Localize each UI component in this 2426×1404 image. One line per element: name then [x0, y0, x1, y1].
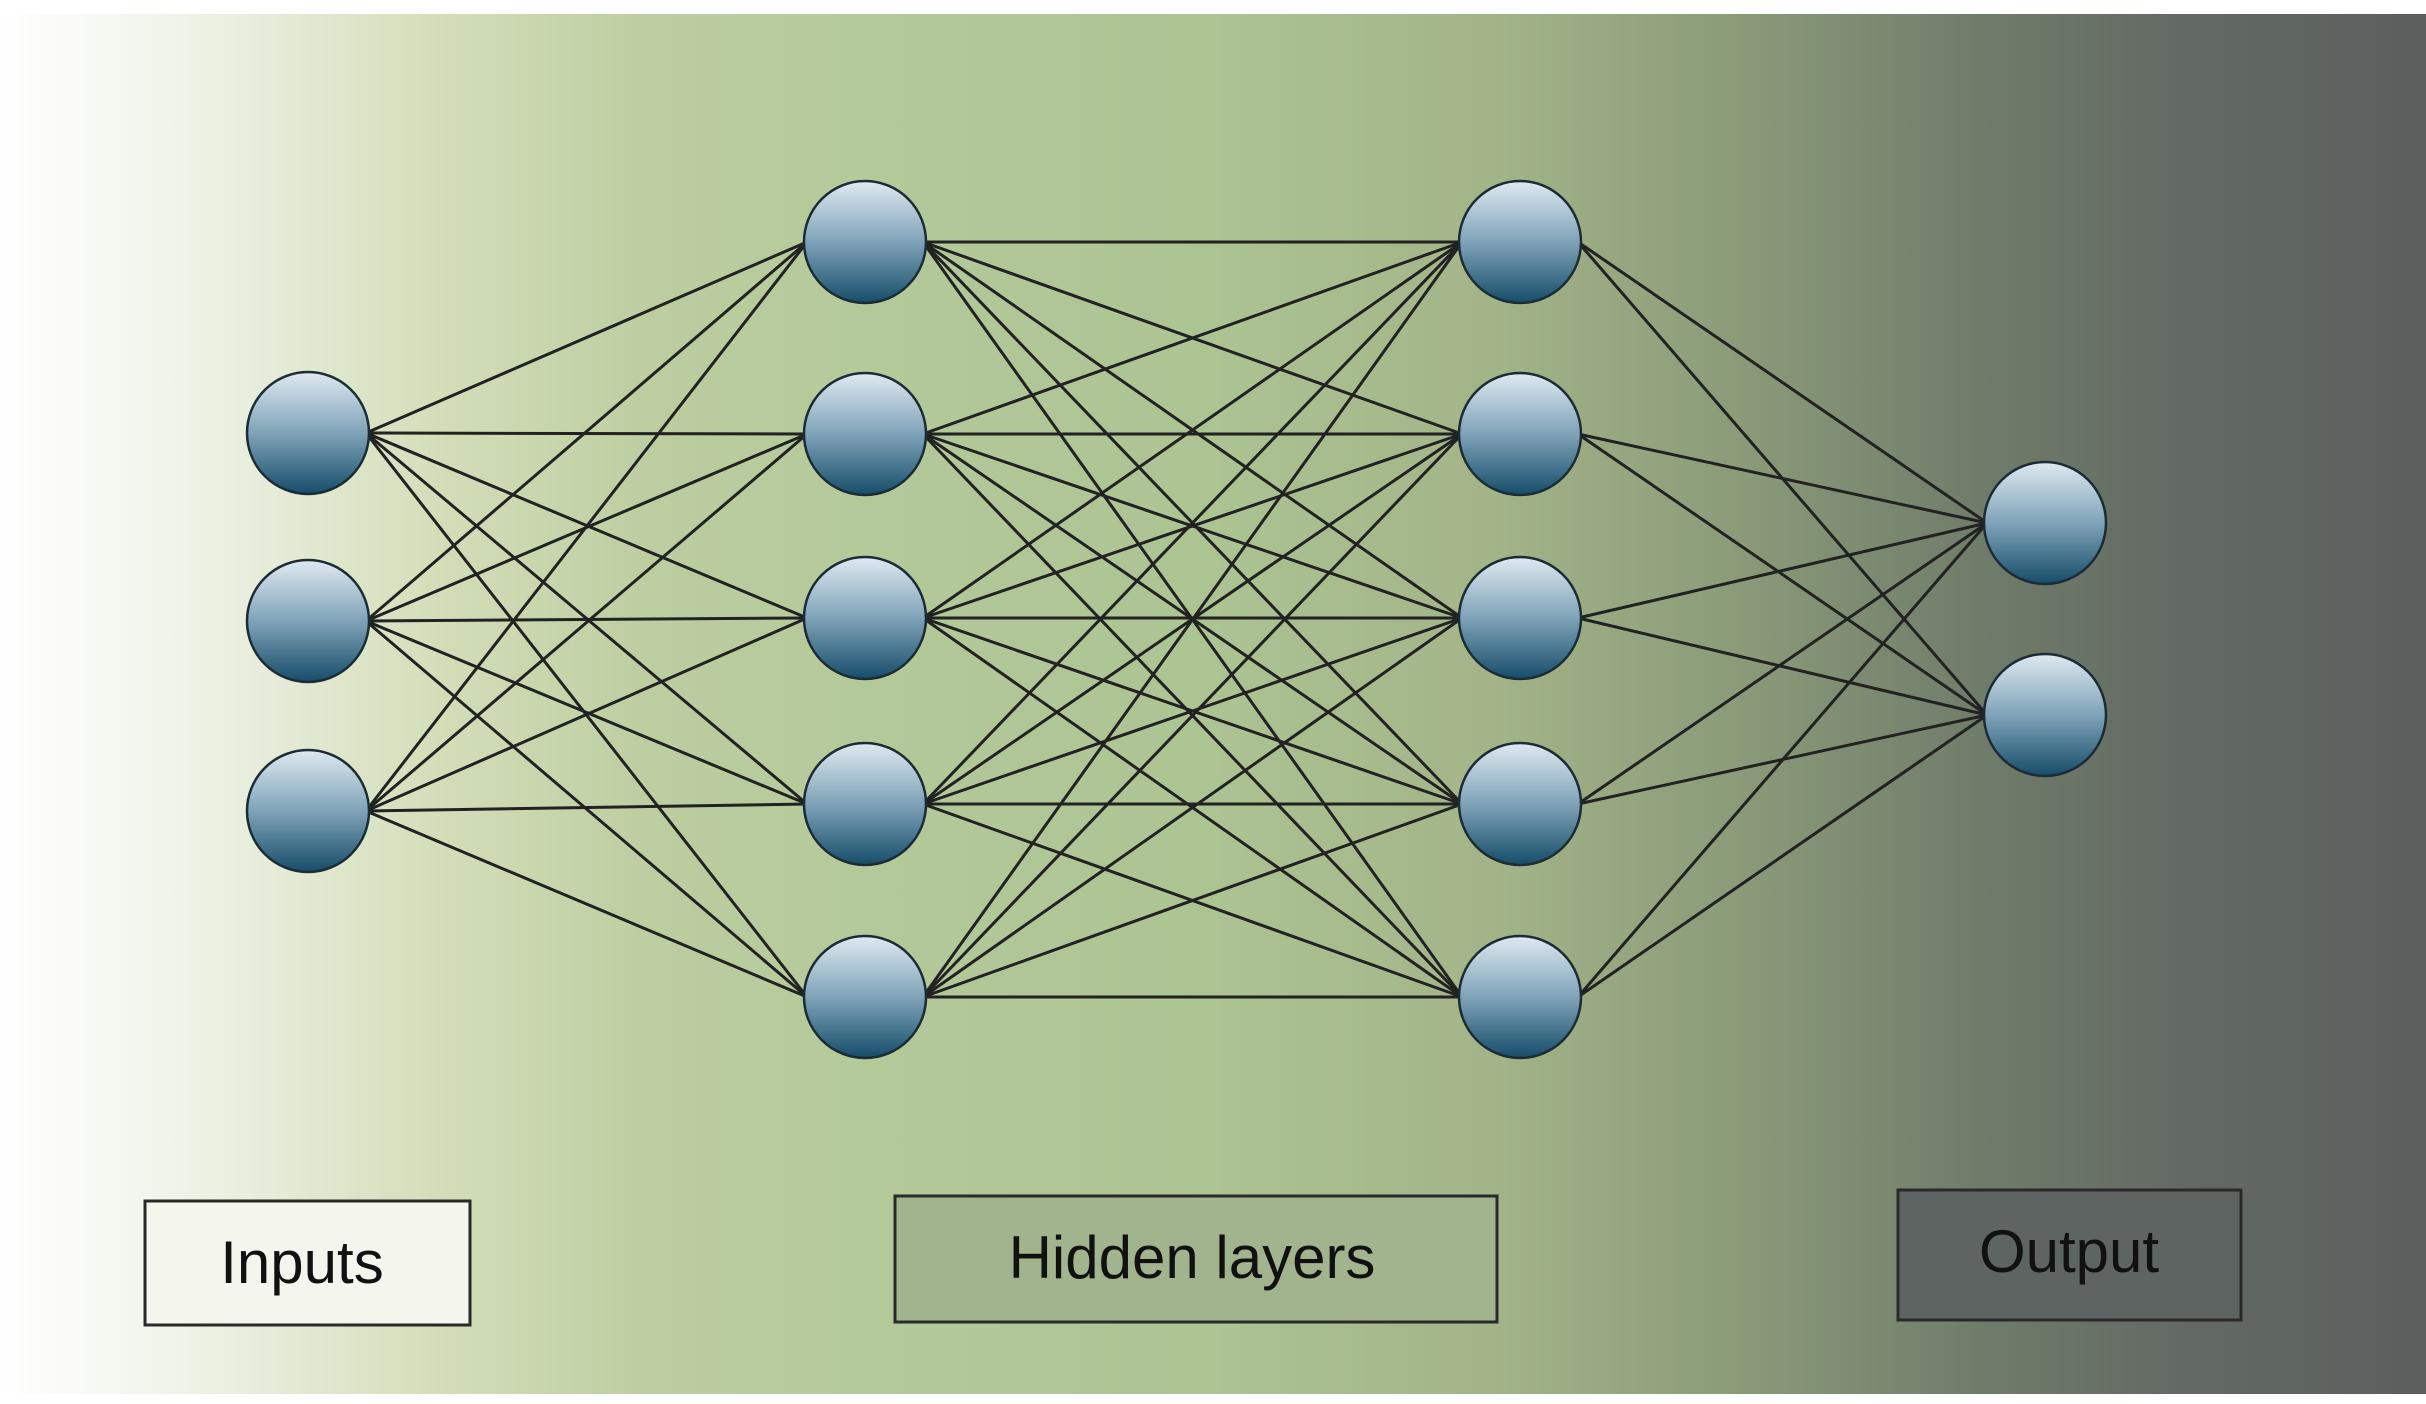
hidden-1-node-3: [802, 555, 928, 681]
edge-input-2-to-hidden-1-3: [365, 616, 808, 623]
input-node-1: [245, 370, 371, 496]
edge-hidden-1-4-to-hidden-2-1: [921, 240, 1464, 806]
input-node-3: [245, 748, 371, 874]
edge-hidden-1-3-to-hidden-2-2: [922, 432, 1463, 620]
edge-input-3-to-hidden-1-2: [364, 432, 809, 813]
output-node-2: [1982, 652, 2108, 778]
edge-hidden-2-1-to-output-1: [1577, 240, 1988, 525]
edge-input-3-to-hidden-1-3: [365, 616, 808, 813]
hidden-1-node-4: [802, 741, 928, 867]
edge-input-2-to-hidden-1-4: [365, 619, 808, 806]
hidden-2-node-3: [1457, 555, 1583, 681]
edge-input-1-to-hidden-1-2: [365, 431, 808, 436]
edge-hidden-2-4-to-output-1: [1577, 521, 1988, 806]
output-label: Output: [1979, 1218, 2159, 1285]
edge-hidden-1-5-to-hidden-2-2: [921, 432, 1464, 999]
hidden-layers-label-box: Hidden layers: [893, 1194, 1499, 1324]
hidden-1-node-2: [802, 371, 928, 497]
hidden-2-node-4: [1457, 741, 1583, 867]
hidden-2-node-5: [1457, 934, 1583, 1060]
edge-hidden-2-5-to-output-1: [1576, 522, 1989, 998]
hidden-2-node-1: [1457, 179, 1583, 305]
hidden-layers-label: Hidden layers: [1009, 1224, 1376, 1291]
edge-hidden-2-3-to-output-1: [1577, 521, 1988, 620]
edge-hidden-1-4-to-hidden-2-3: [922, 616, 1463, 806]
connection-lines: [364, 240, 1989, 999]
output-label-box: Output: [1896, 1188, 2243, 1322]
input-node-2: [245, 558, 371, 684]
output-box: [1896, 1188, 2243, 1322]
hidden-1-node-1: [802, 179, 928, 305]
edge-hidden-1-5-to-hidden-2-4: [922, 802, 1463, 999]
hidden-layers-box: [893, 1194, 1499, 1324]
inputs-label: Inputs: [220, 1229, 383, 1296]
edge-input-1-to-hidden-1-1: [365, 240, 808, 435]
output-node-1: [1982, 460, 2108, 586]
edge-hidden-2-2-to-output-2: [1577, 432, 1988, 717]
inputs-label-box: Inputs: [143, 1199, 472, 1327]
edge-hidden-1-5-to-hidden-2-3: [922, 616, 1463, 999]
edge-hidden-1-2-to-hidden-2-1: [922, 240, 1463, 436]
edge-hidden-1-5-to-hidden-2-1: [921, 241, 1464, 998]
edge-input-2-to-hidden-1-1: [364, 240, 809, 623]
hidden-2-node-2: [1457, 371, 1583, 497]
edge-hidden-2-5-to-output-2: [1577, 713, 1988, 999]
edge-hidden-1-3-to-hidden-2-1: [922, 240, 1463, 620]
edge-hidden-2-3-to-output-2: [1577, 616, 1988, 717]
inputs-box: [143, 1199, 472, 1327]
edge-input-3-to-hidden-1-4: [365, 802, 808, 813]
edge-input-3-to-hidden-1-5: [365, 809, 808, 999]
hidden-1-node-5: [802, 934, 928, 1060]
edge-input-3-to-hidden-1-1: [364, 241, 809, 812]
edge-hidden-2-2-to-output-1: [1577, 432, 1988, 525]
neuron-nodes: [245, 179, 2108, 1060]
